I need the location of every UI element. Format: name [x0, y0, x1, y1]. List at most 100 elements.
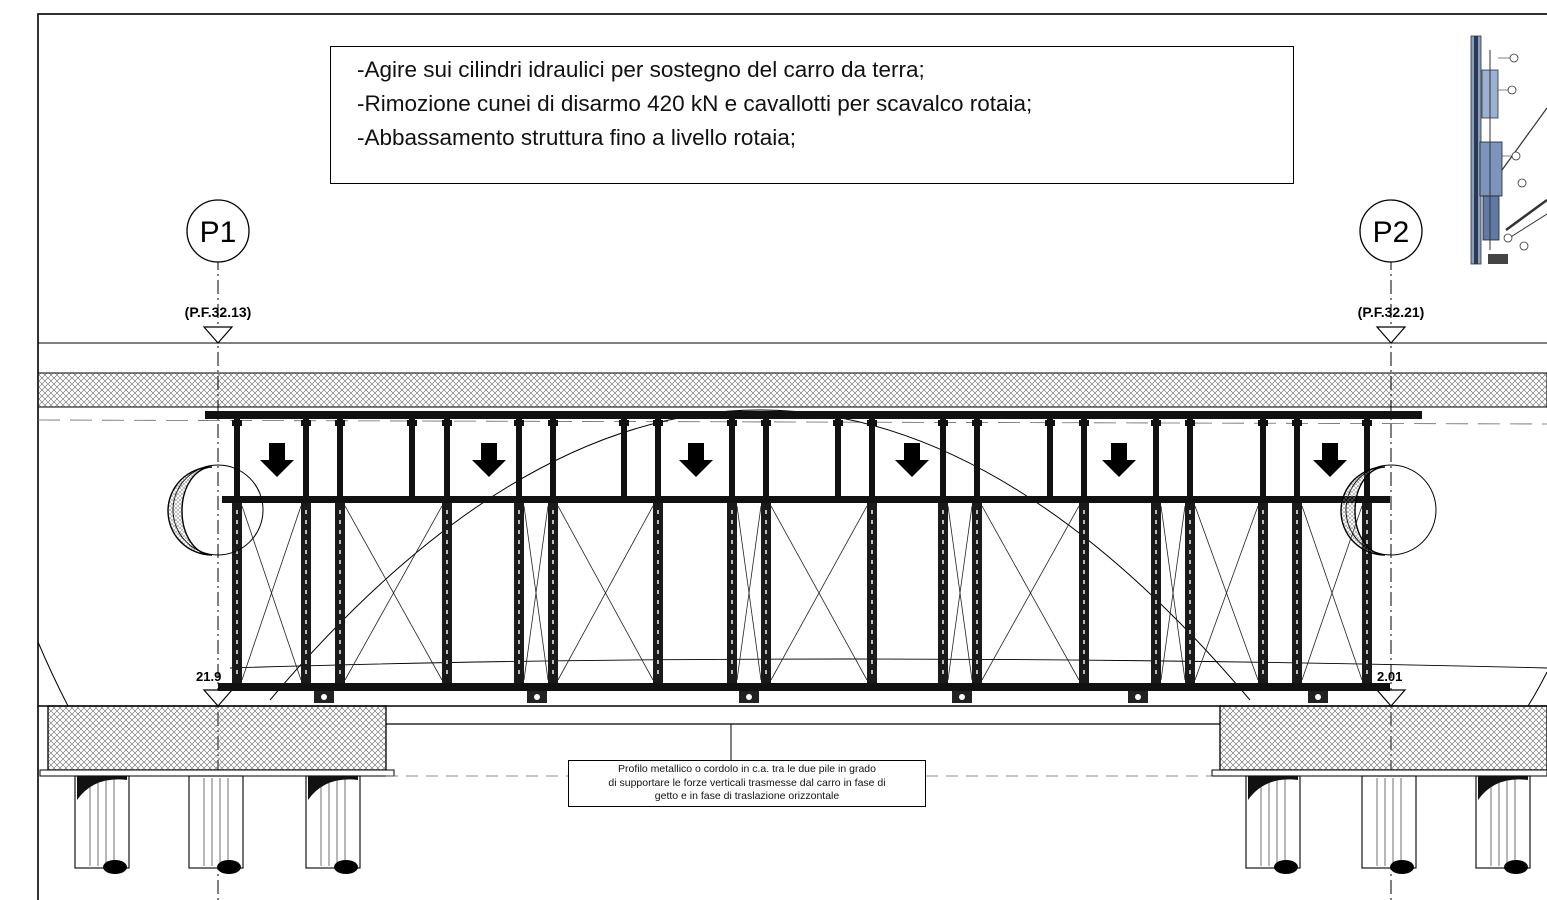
procedure-note-2: -Rimozione cunei di disarmo 420 kN e cav…	[357, 91, 1033, 116]
brace-b-6	[947, 505, 973, 681]
upper-post-1	[303, 419, 309, 496]
upper-post-16	[1081, 419, 1087, 496]
terrain-line	[229, 658, 1547, 669]
upper-post-15	[1047, 419, 1053, 496]
upper-post-cap-20	[1292, 420, 1302, 426]
brace-b-2	[523, 505, 549, 681]
upper-post-cap-12	[867, 420, 877, 426]
pile-5-base	[1504, 860, 1528, 874]
brace-b-0	[241, 505, 302, 681]
upper-post-cap-5	[514, 420, 524, 426]
truss-middle-beam	[222, 496, 1390, 503]
upper-post-18	[1187, 419, 1193, 496]
load-arrows	[260, 443, 1347, 477]
pile-1	[188, 775, 244, 869]
rail-block-bolt-1	[534, 694, 540, 700]
beam-caption-box: Profilo metallico o cordolo in c.a. tra …	[568, 760, 926, 807]
upper-post-cap-1	[301, 420, 311, 426]
upper-post-cap-10	[761, 420, 771, 426]
upper-post-cap-7	[619, 420, 629, 426]
upper-post-12	[869, 419, 875, 496]
upper-post-20	[1294, 419, 1300, 496]
upper-post-cap-9	[727, 420, 737, 426]
down-arrow-icon-4	[1102, 443, 1136, 477]
upper-post-cap-21	[1362, 420, 1372, 426]
upper-post-19	[1260, 419, 1266, 496]
equipment-detail-thumbnail	[1470, 35, 1547, 265]
deck-slab-hatch	[37, 372, 1547, 408]
pile-0-cap	[77, 776, 127, 800]
pile-4	[1361, 775, 1417, 869]
truss-upper-posts	[232, 419, 1372, 496]
dashed-reference-line	[37, 419, 1547, 425]
brace-b-9	[1194, 505, 1259, 681]
down-arrow-icon-3	[895, 443, 929, 477]
truss-bottom-beam	[218, 683, 1390, 691]
upper-post-cap-19	[1258, 420, 1268, 426]
upper-post-4	[444, 419, 450, 496]
pier-marker-right	[1359, 199, 1423, 263]
upper-post-cap-18	[1185, 420, 1195, 426]
base-level-marker-right	[1375, 689, 1407, 707]
upper-post-cap-6	[548, 420, 558, 426]
arch-profile-line	[269, 409, 1251, 701]
brace-b-5	[770, 505, 868, 681]
upper-post-5	[516, 419, 522, 496]
brace-b-7	[981, 505, 1080, 681]
pile-3-base	[1274, 860, 1298, 874]
upper-post-6	[550, 419, 556, 496]
pier-label-right: P2	[1373, 216, 1410, 249]
upper-post-cap-14	[972, 420, 982, 426]
upper-post-3	[409, 419, 415, 496]
truss-lower-posts	[232, 503, 1372, 683]
base-level-right: 2.01	[1377, 669, 1402, 684]
foundation-piles	[74, 775, 1531, 874]
upper-post-cap-11	[833, 420, 843, 426]
caption-line-1: Profilo metallico o cordolo in c.a. tra …	[618, 763, 876, 775]
pile-5-cap	[1478, 776, 1528, 800]
foundation-right	[1219, 705, 1547, 771]
pier-level-right: (P.F.32.21)	[1358, 304, 1425, 320]
level-marker-left	[202, 326, 234, 344]
pile-2-cap	[308, 776, 358, 800]
rail-block-bolt-2	[746, 694, 752, 700]
upper-post-cap-15	[1045, 420, 1055, 426]
caption-line-2: di supportare le forze verticali trasmes…	[608, 776, 886, 789]
upper-post-11	[835, 419, 841, 496]
upper-post-9	[729, 419, 735, 496]
upper-post-cap-0	[232, 420, 242, 426]
rail-block-bolt-5	[1315, 694, 1321, 700]
down-arrow-icon-1	[472, 443, 506, 477]
upper-post-cap-3	[407, 420, 417, 426]
upper-post-cap-2	[335, 420, 345, 426]
base-level-left: 21.9	[196, 669, 221, 684]
pile-4-base	[1390, 860, 1414, 874]
brace-b-4	[736, 505, 762, 681]
upper-post-13	[940, 419, 946, 496]
rail-block-bolt-4	[1135, 694, 1141, 700]
upper-post-17	[1153, 419, 1159, 496]
ground-line-right	[1527, 671, 1547, 707]
upper-post-0	[234, 419, 240, 496]
truss-cross-bracing	[241, 505, 1363, 681]
pier-label-left: P1	[200, 216, 237, 249]
upper-post-10	[763, 419, 769, 496]
pile-0-base	[103, 860, 127, 874]
pile-1-base	[217, 860, 241, 874]
pier-marker-left	[186, 199, 250, 263]
upper-post-cap-17	[1151, 420, 1161, 426]
upper-post-cap-4	[442, 420, 452, 426]
pier-level-left: (P.F.32.13)	[185, 304, 252, 320]
brace-b-1	[344, 505, 443, 681]
base-level-marker-left	[202, 689, 234, 707]
upper-post-cap-16	[1079, 420, 1089, 426]
procedure-note-3: -Abbassamento struttura fino a livello r…	[357, 125, 796, 150]
procedure-note-1: -Agire sui cilindri idraulici per sosteg…	[357, 57, 925, 82]
foundation-footing-right	[1211, 769, 1547, 777]
brace-b-8	[1160, 505, 1186, 681]
ground-line-left	[37, 641, 69, 707]
caption-line-3: getto e in fase di traslazione orizzonta…	[654, 790, 840, 802]
drawing-frame	[37, 13, 1547, 900]
upper-post-8	[655, 419, 661, 496]
